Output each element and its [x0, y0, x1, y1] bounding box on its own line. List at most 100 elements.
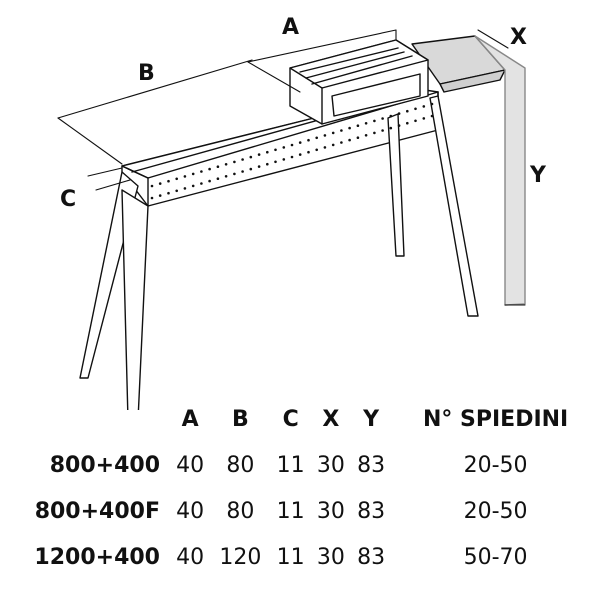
perforation-dot [414, 107, 417, 111]
perforations [150, 102, 434, 200]
perforation-dot [430, 114, 434, 118]
perforation-dot [315, 148, 319, 152]
perforation-dot [216, 165, 220, 168]
perforation-dot [340, 129, 343, 132]
perforation-dot [348, 126, 351, 130]
perforation-dot [150, 184, 154, 188]
perforation-dot [364, 134, 368, 137]
perforation-dot [241, 170, 244, 173]
cell-x: 30 [316, 498, 345, 524]
cell-y: 83 [357, 498, 386, 524]
perforation-dot [200, 182, 203, 185]
dimension-label-c: C [60, 187, 76, 212]
perforation-dot [406, 109, 409, 113]
dimension-label-a: A [282, 15, 299, 40]
perforation-dot [389, 114, 393, 118]
perforation-dot [167, 191, 170, 195]
perforation-dot [183, 175, 187, 178]
cell-spiedini: 20-50 [463, 452, 528, 478]
perforation-dot [298, 153, 302, 156]
perforation-dot [150, 196, 154, 200]
header-c: C [282, 406, 299, 432]
perforation-dot [422, 117, 426, 120]
dimension-label-y: Y [529, 163, 547, 188]
perforation-dot [331, 131, 335, 135]
perforation-dot [224, 175, 228, 178]
header-spiedini: N° SPIEDINI [422, 406, 569, 432]
perforation-dot [348, 138, 351, 142]
row-model: 800+400 [49, 452, 160, 478]
perforation-dot [158, 182, 162, 185]
perforation-dot [389, 126, 393, 130]
perforation-dot [373, 131, 376, 135]
perforation-dot [167, 179, 170, 183]
perforation-dot [397, 124, 401, 127]
legs [79, 95, 479, 410]
perforation-dot [274, 160, 277, 164]
table-header-row: A B C X Y N° SPIEDINI [0, 396, 600, 442]
cell-c: 11 [276, 544, 305, 570]
cell-x: 30 [316, 452, 345, 478]
cell-b: 80 [226, 498, 255, 524]
dimension-label-x: X [510, 25, 527, 50]
cell-y: 83 [357, 544, 386, 570]
perforation-dot [282, 146, 286, 149]
perforation-dot [266, 162, 269, 166]
cell-y: 83 [357, 452, 386, 478]
dimension-lines [57, 29, 526, 306]
perforation-dot [191, 172, 195, 176]
cell-b: 80 [226, 452, 255, 478]
perforation-dot [216, 177, 220, 180]
perforation-dot [191, 184, 195, 188]
table-row: 800+400 40 80 11 30 83 20-50 [0, 442, 600, 488]
perforation-dot [323, 146, 327, 149]
side-shelf [411, 35, 526, 306]
perforation-dot [208, 167, 211, 171]
header-model [0, 396, 170, 442]
perforation-dot [422, 105, 426, 108]
perforation-dot [307, 150, 310, 154]
cell-a: 40 [176, 498, 205, 524]
perforation-dot [158, 194, 162, 197]
dimension-label-b: B [138, 61, 155, 86]
row-model: 800+400F [34, 498, 160, 524]
header-b: B [231, 406, 249, 432]
perforation-dot [266, 150, 269, 154]
perforation-dot [208, 179, 211, 183]
row-model: 1200+400 [34, 544, 160, 570]
perforation-dot [364, 122, 368, 125]
cell-b: 120 [219, 544, 262, 570]
perforation-dot [414, 119, 417, 123]
firebox [289, 39, 429, 125]
header-a: A [181, 406, 199, 432]
perforation-dot [381, 129, 384, 132]
table-row: 1200+400 40 120 11 30 83 50-70 [0, 534, 600, 580]
perforation-dot [373, 119, 376, 123]
table-row: 800+400F 40 80 11 30 83 20-50 [0, 488, 600, 534]
cell-c: 11 [276, 452, 305, 478]
perforation-dot [397, 112, 401, 115]
perforation-dot [323, 134, 327, 137]
perforation-dot [331, 143, 335, 147]
cell-c: 11 [276, 498, 305, 524]
cell-a: 40 [176, 452, 205, 478]
perforation-dot [307, 138, 310, 142]
perforation-dot [290, 143, 294, 147]
perforation-dot [290, 155, 294, 159]
perforation-dot [175, 189, 178, 193]
cell-x: 30 [316, 544, 345, 570]
perforation-dot [233, 160, 236, 164]
specifications-table: A B C X Y N° SPIEDINI 800+400 40 80 11 3… [0, 396, 600, 580]
perforation-dot [315, 136, 319, 140]
cell-spiedini: 20-50 [463, 498, 528, 524]
perforation-dot [356, 136, 360, 139]
header-x: X [322, 406, 340, 432]
perforation-dot [257, 165, 261, 168]
perforation-dot [430, 102, 434, 106]
perforation-dot [257, 153, 261, 156]
perforation-dot [406, 121, 409, 125]
perforation-dot [340, 141, 343, 144]
perforation-dot [356, 124, 360, 127]
perforation-dot [200, 170, 203, 173]
cell-spiedini: 50-70 [463, 544, 528, 570]
